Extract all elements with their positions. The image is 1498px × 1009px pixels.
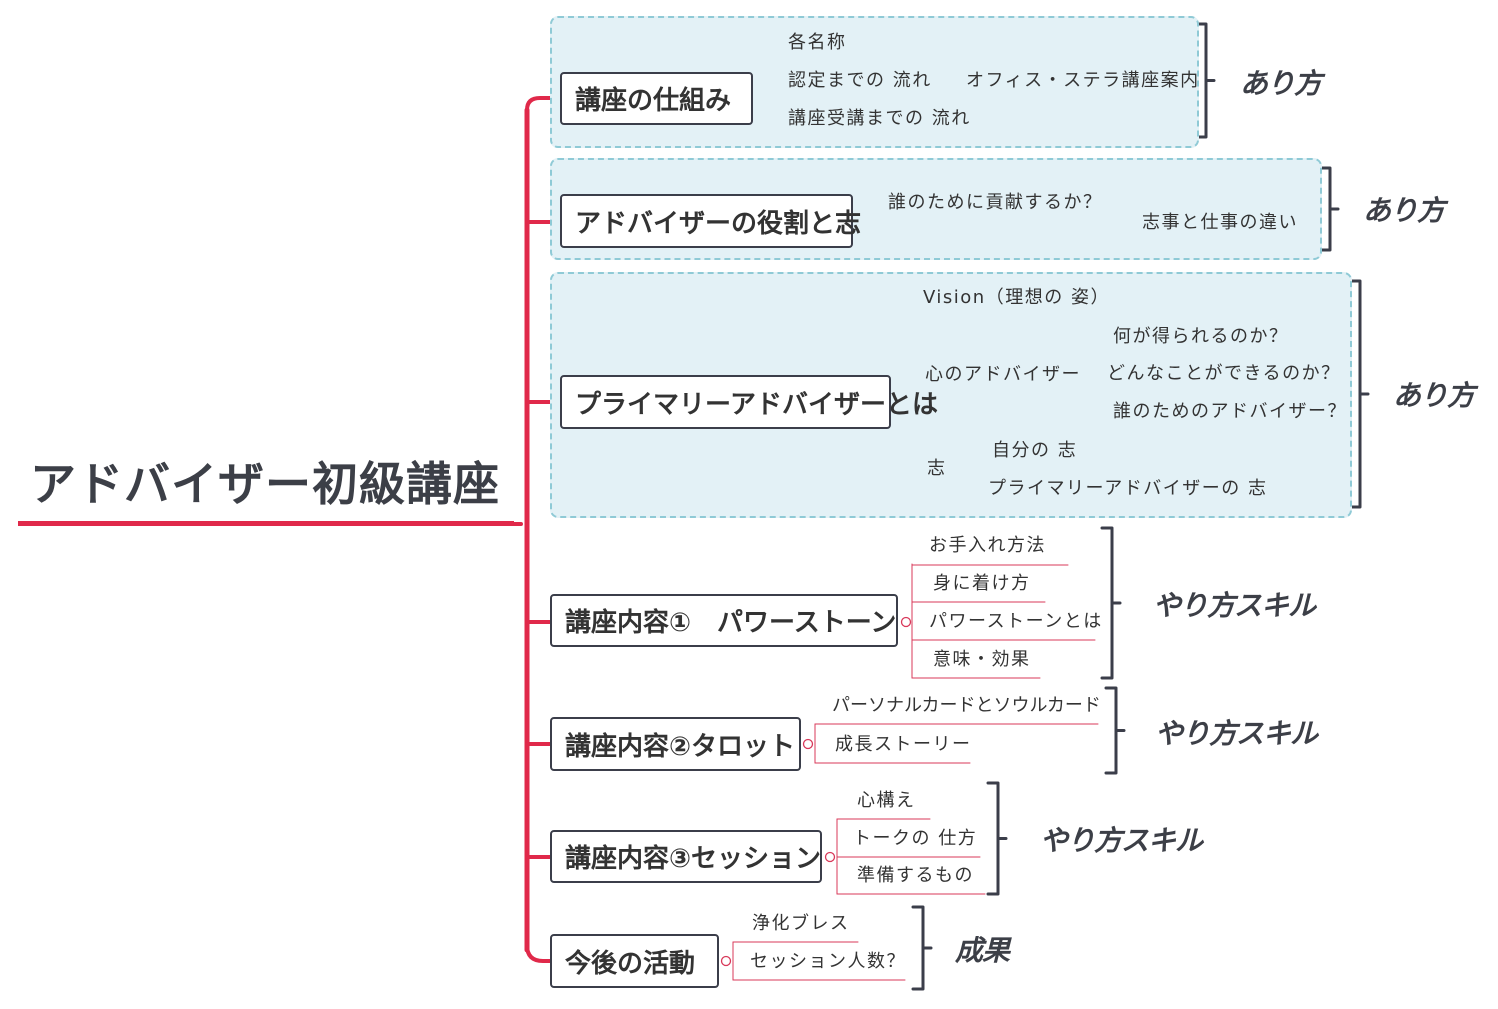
subtopic-nani-erareru[interactable]: 何が得られるのか？ [1113, 326, 1289, 347]
subtopic-kakumeishou[interactable]: 各名称 [788, 32, 847, 53]
topic-kongo-katsudou[interactable]: 今後の活動 [550, 934, 719, 988]
tag-yarikata-2: やり方スキル [1155, 717, 1318, 750]
topic-tarot[interactable]: 講座内容②タロット [550, 717, 801, 771]
subtopic-nintei-nagare[interactable]: 認定までの 流れ [788, 70, 932, 91]
topic-power-stone[interactable]: 講座内容① パワーストーン [550, 594, 898, 647]
tag-arikata-1: あり方 [1240, 67, 1322, 100]
subtopic-dare-kouken[interactable]: 誰のために貢献するか？ [888, 192, 1103, 213]
subtopic-shigoto-chigai[interactable]: 志事と仕事の違い [1142, 212, 1298, 233]
subtopic-primary-kokorozashi[interactable]: プライマリーアドバイザーの 志 [988, 478, 1268, 499]
subtopic-jouka-bless[interactable]: 浄化ブレス [752, 913, 850, 934]
subtopic-mi-ni-tsuke[interactable]: 身に着け方 [933, 573, 1031, 594]
tag-yarikata-1: やり方スキル [1153, 589, 1316, 622]
subtopic-vision[interactable]: Vision（理想の 姿） [923, 287, 1110, 308]
trunk-branch-1 [525, 96, 560, 111]
subtopic-talk-shikata[interactable]: トークの 仕方 [853, 828, 978, 849]
subtopic-office-stella[interactable]: オフィス・ステラ講座案内 [966, 70, 1200, 91]
subtopic-dare-advisor[interactable]: 誰のためのアドバイザー？ [1113, 401, 1347, 422]
subtopic-donna-koto[interactable]: どんなことができるのか？ [1107, 363, 1341, 384]
topic-yakuwari[interactable]: アドバイザーの役割と志 [560, 194, 861, 248]
subtopic-imi-kouka[interactable]: 意味・効果 [933, 649, 1031, 670]
knob-t5 [802, 738, 814, 750]
subtopic-personal-card[interactable]: パーソナルカードとソウルカード [832, 695, 1101, 716]
subtopic-kokorogamae[interactable]: 心構え [857, 790, 916, 811]
central-topic[interactable]: アドバイザー初級講座 [30, 457, 500, 511]
knob-t4 [900, 616, 912, 628]
subtopic-oteire[interactable]: お手入れ方法 [929, 535, 1046, 556]
subtopic-kokoro-advisor[interactable]: 心のアドバイザー [925, 364, 1081, 385]
trunk-branch-7 [525, 944, 550, 963]
subtopic-junbi[interactable]: 準備するもの [857, 865, 974, 886]
subtopic-seichou-story[interactable]: 成長ストーリー [835, 734, 972, 755]
tag-yarikata-3: やり方スキル [1040, 824, 1203, 857]
knob-t6 [824, 851, 836, 863]
topic-kouza-shikumi[interactable]: 講座の仕組み [560, 72, 753, 125]
subtopic-jibun-kokorozashi[interactable]: 自分の 志 [992, 440, 1078, 461]
subtopic-kokorozashi[interactable]: 志 [927, 458, 947, 479]
topic-primary-advisor[interactable]: プライマリーアドバイザーとは [560, 375, 938, 429]
subtopic-jukou-nagare[interactable]: 講座受講までの 流れ [788, 108, 971, 129]
central-topic-underline [18, 521, 514, 526]
subtopic-power-stone-towa[interactable]: パワーストーンとは [929, 611, 1103, 632]
tag-seika: 成果 [955, 934, 1010, 967]
knob-t7 [720, 955, 732, 967]
tag-arikata-2: あり方 [1363, 194, 1445, 227]
tag-arikata-3: あり方 [1393, 379, 1475, 412]
subtopic-session-ninzuu[interactable]: セッション人数？ [750, 951, 906, 972]
topic-session[interactable]: 講座内容③セッション [550, 830, 822, 883]
